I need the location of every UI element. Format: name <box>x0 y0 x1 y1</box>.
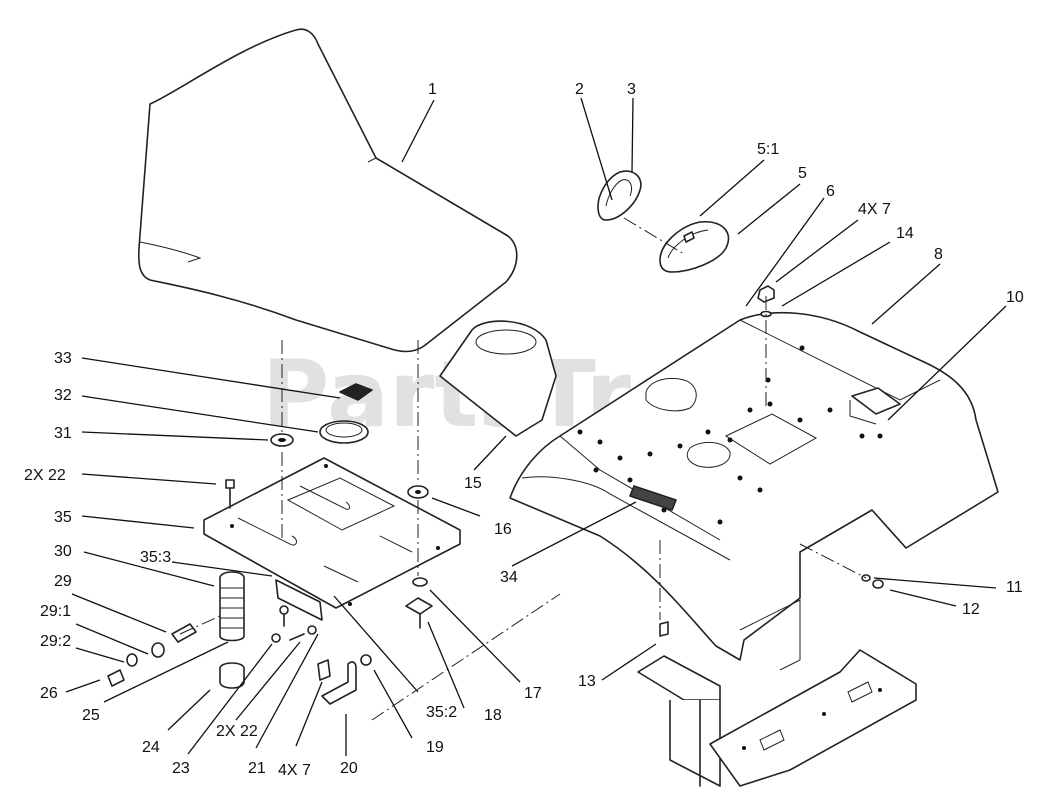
callout-24: 24 <box>142 739 160 756</box>
callout-17: 17 <box>524 685 542 702</box>
callout-5: 5 <box>798 165 807 182</box>
callout-35-3: 35:3 <box>140 549 171 566</box>
fender-deck <box>509 311 999 661</box>
callout-2: 2 <box>575 81 584 98</box>
callout-5-1: 5:1 <box>757 141 779 158</box>
leader-lines <box>65 97 1007 756</box>
callout-26: 26 <box>40 685 58 702</box>
callout-29: 29 <box>54 573 72 590</box>
callout-14: 14 <box>896 225 914 242</box>
center-lines <box>179 217 867 721</box>
callout-2x22-bottom: 2X 22 <box>216 723 258 740</box>
seat-switch-assembly <box>107 479 433 705</box>
callout-23: 23 <box>172 760 190 777</box>
callout-labels: 1 2 3 5:1 5 6 4X 7 14 8 10 33 32 31 2X 2… <box>24 81 1024 779</box>
callout-21: 21 <box>248 760 266 777</box>
callout-19: 19 <box>426 739 444 756</box>
callout-4x7-top: 4X 7 <box>858 201 891 218</box>
callout-4x7-bottom: 4X 7 <box>278 762 311 779</box>
callout-16: 16 <box>494 521 512 538</box>
callout-1: 1 <box>428 81 437 98</box>
seat <box>137 28 518 353</box>
callout-15: 15 <box>464 475 482 492</box>
callout-13: 13 <box>578 673 596 690</box>
callout-29-2: 29:2 <box>40 633 71 650</box>
callout-18: 18 <box>484 707 502 724</box>
callout-8: 8 <box>934 246 943 263</box>
callout-31: 31 <box>54 425 72 442</box>
deck-holes <box>577 345 883 525</box>
callout-20: 20 <box>340 760 358 777</box>
callout-6: 6 <box>826 183 835 200</box>
callout-29-1: 29:1 <box>40 603 71 620</box>
callout-30: 30 <box>54 543 72 560</box>
seat-components <box>270 383 373 447</box>
callout-35-2: 35:2 <box>426 704 457 721</box>
callout-10: 10 <box>1006 289 1024 306</box>
callout-12: 12 <box>962 601 980 618</box>
callout-11: 11 <box>1006 579 1023 596</box>
callout-35: 35 <box>54 509 72 526</box>
frame <box>637 285 917 787</box>
cover <box>439 320 557 437</box>
callout-33: 33 <box>54 350 72 367</box>
callout-25: 25 <box>82 707 100 724</box>
callout-2x22-top: 2X 22 <box>24 467 66 484</box>
callout-34: 34 <box>500 569 518 586</box>
seat-plate <box>203 457 461 621</box>
callout-3: 3 <box>627 81 636 98</box>
light-assembly <box>597 170 730 273</box>
callout-32: 32 <box>54 387 72 404</box>
